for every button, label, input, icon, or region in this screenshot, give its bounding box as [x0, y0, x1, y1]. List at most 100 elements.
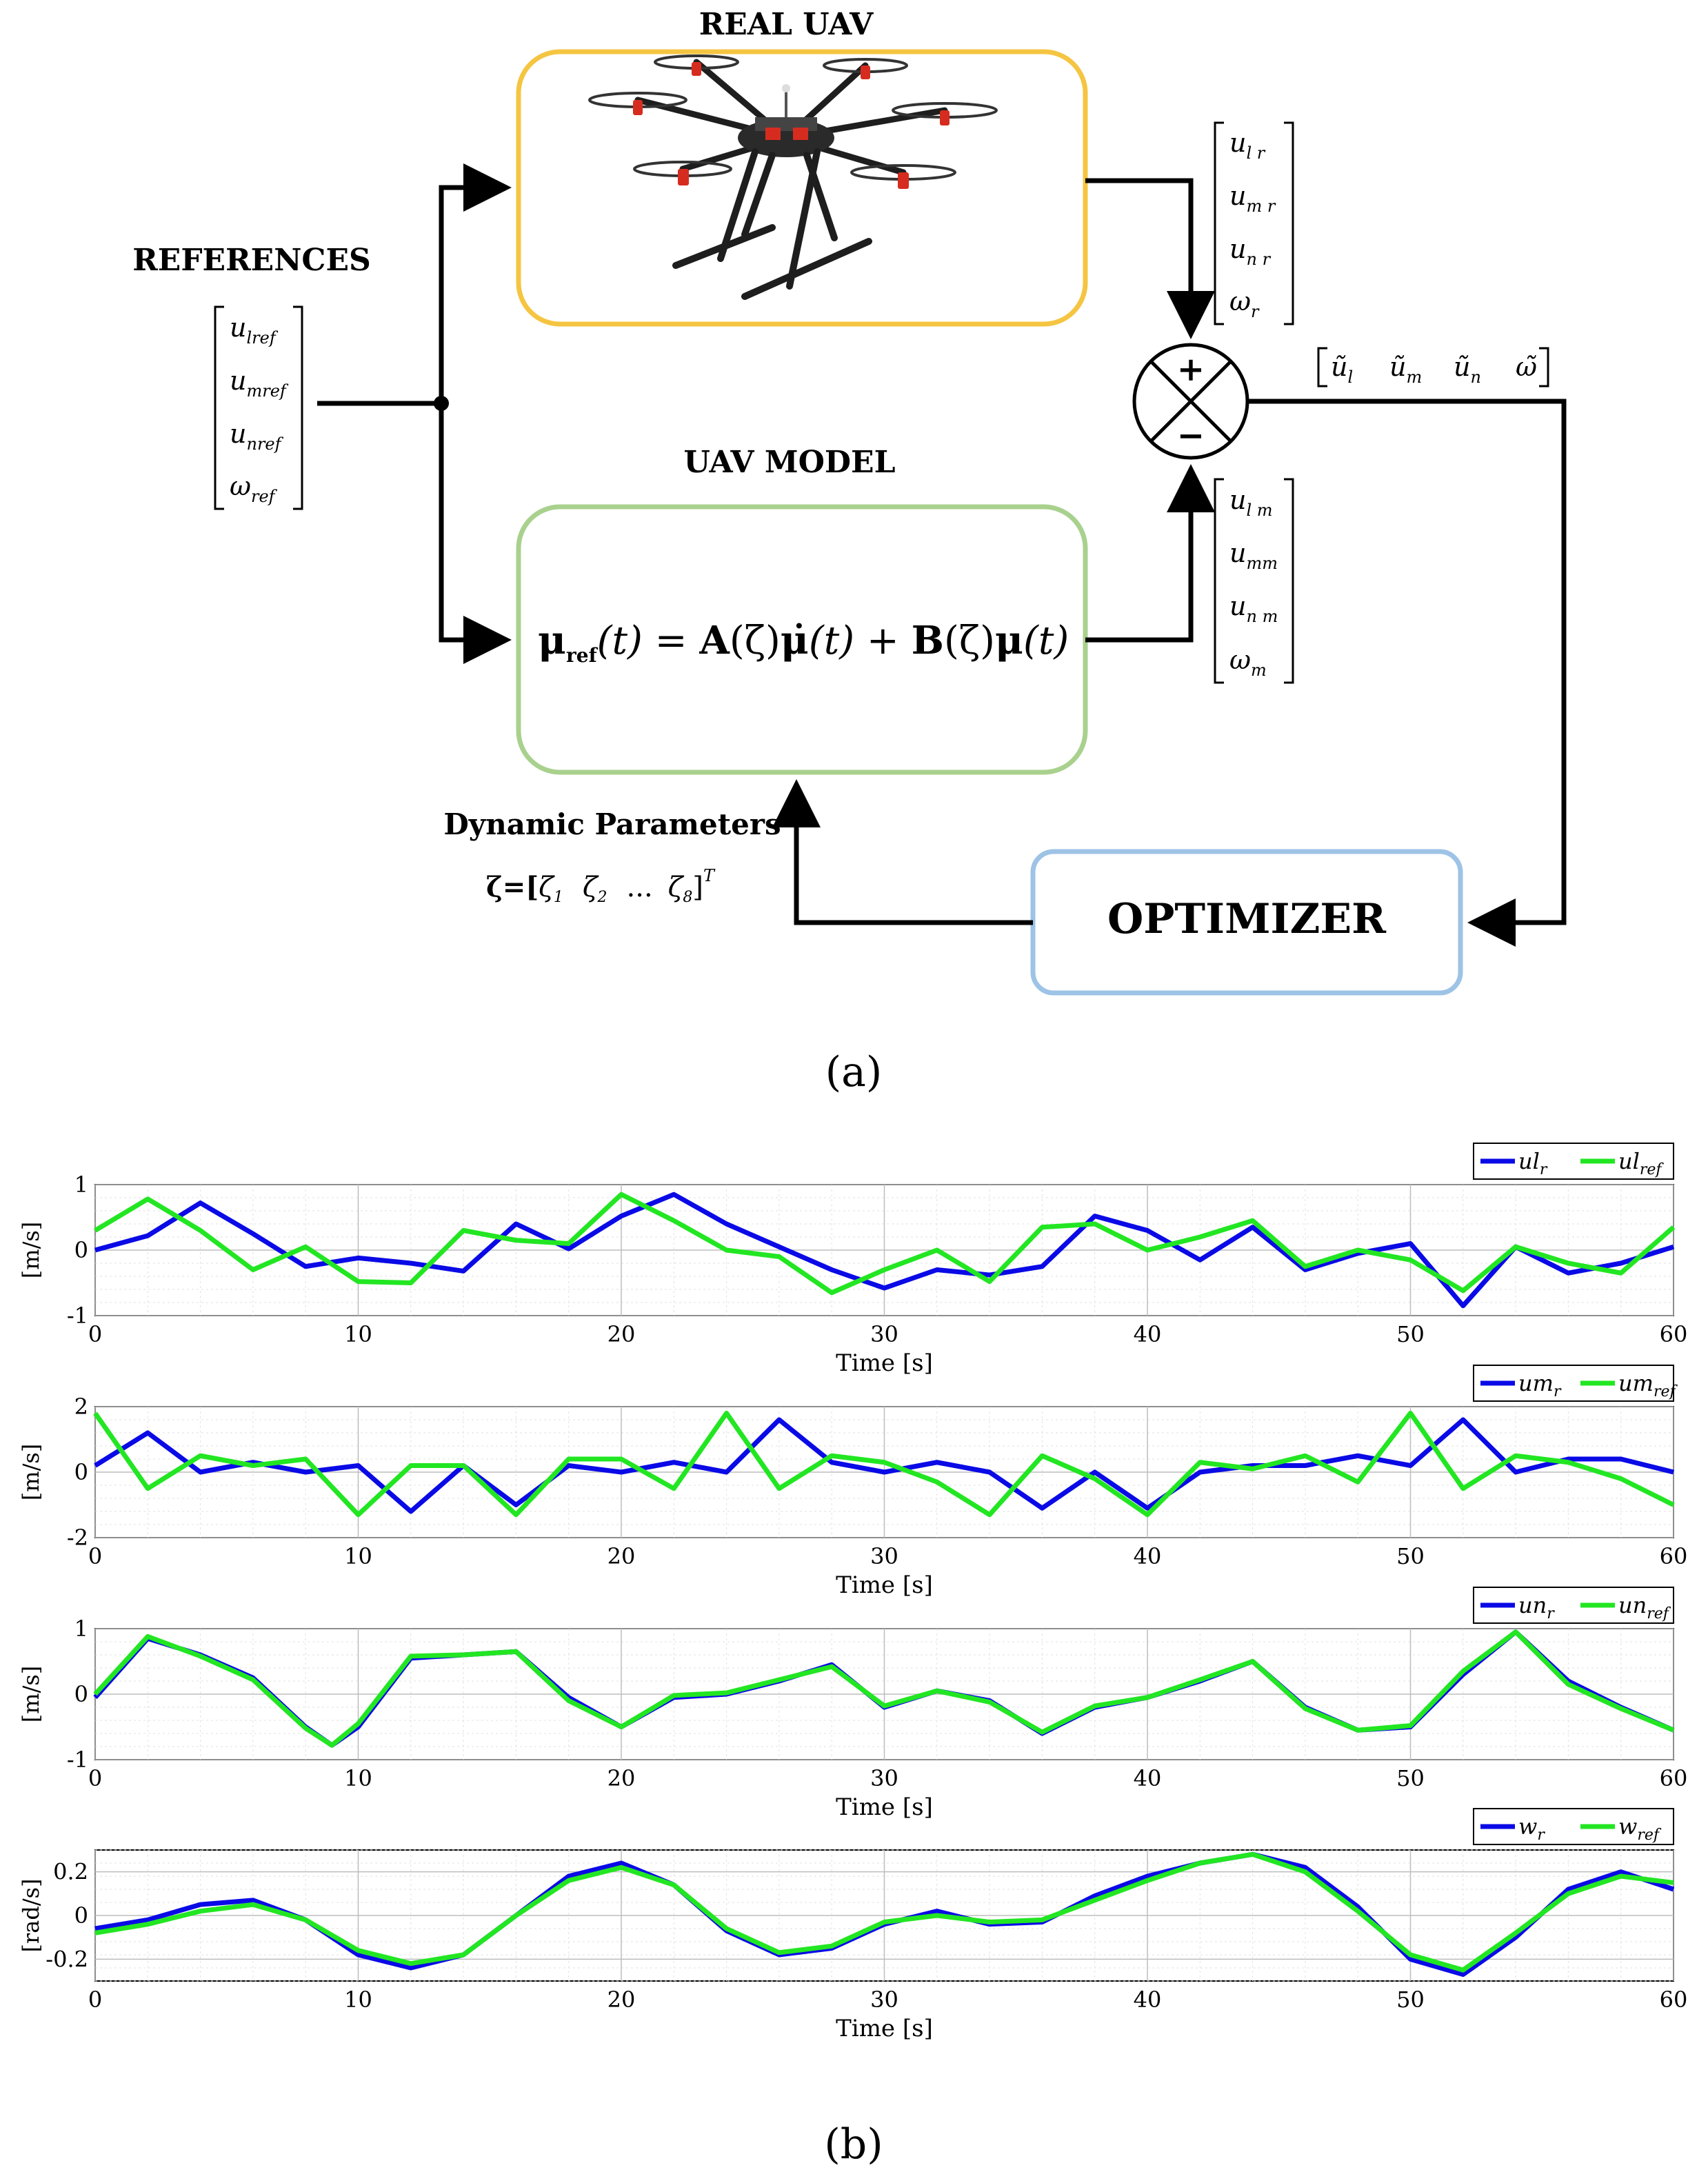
optimizer-label: OPTIMIZER	[1107, 895, 1387, 943]
plus-sign: +	[1177, 350, 1205, 389]
legend: umr umref	[1473, 1365, 1678, 1402]
references-title: REFERENCES	[132, 243, 371, 278]
real-uav-block	[516, 49, 1088, 327]
legend-label: ulr	[1518, 1148, 1548, 1178]
drone-image	[588, 54, 998, 300]
y-axis-label: [m/s]	[18, 1666, 44, 1723]
svg-text:ω̃: ω̃	[1516, 352, 1537, 382]
error-vector: ũl ũm ũn ω̃	[1317, 347, 1549, 388]
x-tick-label: 50	[1396, 1321, 1425, 1347]
svg-text:um r: um r	[1229, 181, 1276, 216]
dynamic-parameters-title: Dynamic Parameters	[443, 807, 781, 841]
ref-entry-1-base: u	[230, 312, 246, 343]
ref-entry-3-base: u	[230, 419, 246, 449]
y-tick-label: 0	[74, 1237, 88, 1263]
legend-label: unr	[1518, 1592, 1555, 1622]
x-tick-label: 40	[1134, 1321, 1162, 1347]
y-tick-label: 0.2	[53, 1859, 88, 1885]
x-tick-label: 0	[88, 1765, 102, 1791]
x-tick-label: 30	[870, 1321, 898, 1347]
x-tick-label: 30	[870, 1765, 898, 1791]
x-tick-label: 10	[344, 1765, 372, 1791]
caption-b: (b)	[824, 2120, 883, 2169]
y-tick-label: -1	[67, 1747, 88, 1773]
y-tick-label: 2	[74, 1394, 88, 1420]
svg-text:un r: un r	[1229, 234, 1272, 269]
x-tick-label: 60	[1660, 1987, 1688, 2013]
x-axis-label: Time [s]	[836, 2015, 933, 2042]
y-tick-label: -2	[67, 1525, 88, 1551]
legend: ulr ulref	[1473, 1143, 1674, 1180]
series-line-um_ref	[93, 1411, 1675, 1518]
legend-label: wref	[1618, 1813, 1662, 1844]
y-axis-label: [m/s]	[18, 1222, 44, 1279]
real-uav-title: REAL UAV	[699, 7, 874, 42]
legend-label: umref	[1618, 1370, 1678, 1400]
svg-text:unref: unref	[230, 419, 284, 454]
x-tick-label: 50	[1396, 1765, 1425, 1791]
x-tick-label: 20	[607, 1987, 636, 2013]
svg-text:ũl: ũl	[1331, 352, 1353, 387]
summing-junction: + −	[1132, 343, 1249, 460]
ref-entry-1-sub: lref	[246, 328, 278, 348]
x-axis-label: Time [s]	[836, 1571, 933, 1599]
legend: wr wref	[1473, 1808, 1674, 1845]
x-tick-label: 0	[88, 1321, 102, 1347]
legend-label: ulref	[1618, 1148, 1664, 1178]
y-axis-label: [rad/s]	[18, 1878, 44, 1952]
series-line-ul_r	[94, 1191, 1675, 1309]
y-tick-label: -0.2	[46, 1946, 88, 1972]
ref-entry-3-sub: nref	[246, 434, 283, 454]
minus-sign: −	[1177, 416, 1205, 455]
y-tick-label: 0	[74, 1681, 88, 1707]
legend-label: unref	[1618, 1592, 1671, 1622]
caption-a: (a)	[825, 1048, 883, 1096]
references-vector: ulref umref unref ωref	[214, 305, 303, 510]
svg-text:ωref: ωref	[230, 471, 278, 506]
signal-lines	[317, 163, 1567, 947]
x-tick-label: 60	[1660, 1321, 1688, 1347]
svg-text:ωr: ωr	[1229, 286, 1260, 321]
block-diagram: REAL UAV	[132, 7, 1567, 1096]
x-tick-label: 60	[1660, 1543, 1688, 1569]
legend-label: umr	[1518, 1370, 1562, 1400]
svg-text:ul r: ul r	[1229, 128, 1266, 163]
svg-text:un m: un m	[1229, 591, 1278, 626]
svg-text:ωm: ωm	[1229, 645, 1267, 680]
x-tick-label: 40	[1134, 1765, 1162, 1791]
x-tick-label: 30	[870, 1987, 898, 2013]
x-axis-label: Time [s]	[836, 1793, 933, 1821]
y-tick-label: -1	[67, 1303, 88, 1329]
x-tick-label: 10	[344, 1543, 372, 1569]
x-axis-label: Time [s]	[836, 1349, 933, 1377]
series-line-w_ref	[94, 1851, 1674, 1973]
svg-text:umm: umm	[1229, 538, 1278, 573]
x-tick-label: 50	[1396, 1543, 1425, 1569]
x-tick-label: 30	[870, 1543, 898, 1569]
x-tick-label: 0	[88, 1543, 102, 1569]
legend-label: wr	[1518, 1813, 1545, 1844]
x-tick-label: 10	[344, 1321, 372, 1347]
uav-model-title: UAV MODEL	[683, 445, 895, 480]
ref-entry-2-base: u	[230, 365, 246, 396]
y-tick-label: 1	[74, 1172, 88, 1198]
x-tick-label: 10	[344, 1987, 372, 2013]
y-axis-label: [m/s]	[18, 1444, 44, 1501]
y-tick-label: 0	[74, 1459, 88, 1485]
series-line-ul_ref	[94, 1191, 1676, 1296]
svg-text:ulref: ulref	[230, 312, 279, 348]
svg-text:ul m: ul m	[1229, 485, 1273, 520]
x-tick-label: 40	[1134, 1543, 1162, 1569]
y-tick-label: 1	[74, 1616, 88, 1642]
x-tick-label: 60	[1660, 1765, 1688, 1791]
y-tick-label: 0	[74, 1902, 88, 1929]
svg-text:ũm: ũm	[1389, 352, 1422, 387]
model-equation: μref(t) = A(ζ)μ̇(t) + B(ζ)μ(t)	[538, 618, 1069, 667]
